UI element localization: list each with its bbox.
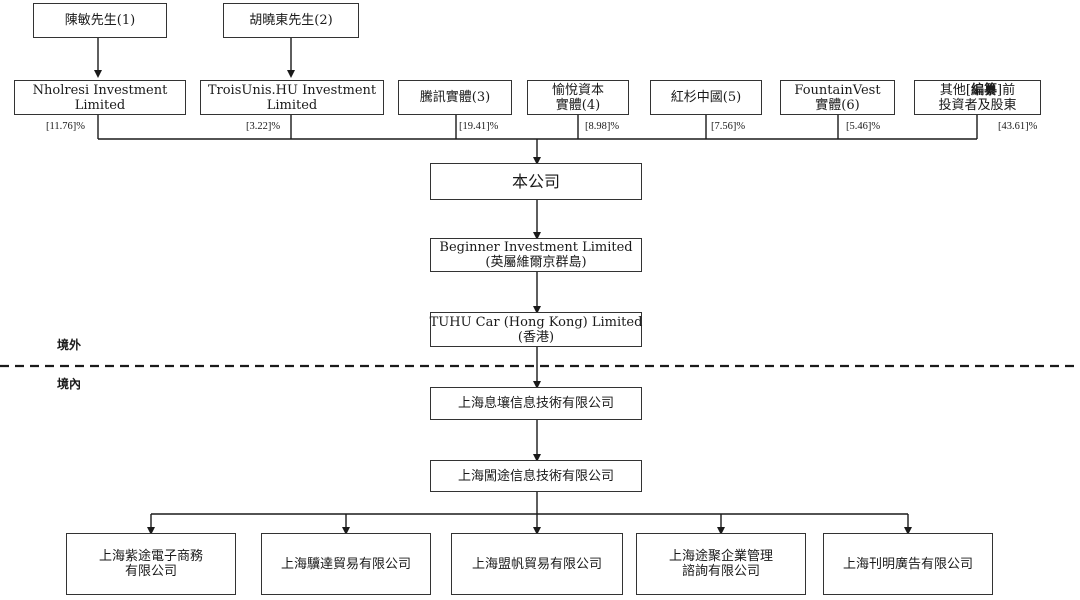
chen-min-label: 陳敏先生(1) [64, 13, 136, 28]
other-investors-label-line2: 投資者及股東 [938, 97, 1017, 113]
subsidiary-kanming-label: 上海刊明廣告有限公司 [842, 556, 973, 572]
company-box: 本公司 [430, 163, 642, 200]
company-label: 本公司 [511, 172, 560, 191]
other-investors-box: 其他[編纂]前 投資者及股東 [914, 80, 1041, 115]
fountainvest-label-line2: 實體(6) [815, 97, 860, 113]
subsidiary-kanming-box: 上海刊明廣告有限公司 [823, 533, 993, 595]
hu-xiaodong-label: 胡曉東先生(2) [249, 13, 333, 28]
sequoia-box: 紅杉中國(5) [650, 80, 762, 115]
troisunis-label-line1: TroisUnis.HU Investment [207, 82, 377, 98]
chen-min-box: 陳敏先生(1) [33, 3, 167, 38]
hu-xiaodong-box: 胡曉東先生(2) [223, 3, 359, 38]
fountainvest-percentage: [5.46]% [846, 121, 881, 132]
nholresi-box: Nholresi Investment Limited [14, 80, 186, 115]
subsidiary-jida-label: 上海驥達貿易有限公司 [280, 556, 411, 572]
nholresi-percentage: [11.76]% [46, 121, 85, 132]
troisunis-box: TroisUnis.HU Investment Limited [200, 80, 384, 115]
nholresi-label-line2: Limited [74, 97, 126, 113]
subsidiary-zitu-label-line1: 上海紫途電子商務 [98, 549, 203, 564]
shanghai-chuangtu-label: 上海闖途信息技術有限公司 [457, 468, 614, 484]
troisunis-percentage: [3.22]% [246, 121, 281, 132]
beginner-label-line1: Beginner Investment Limited [439, 240, 633, 255]
tuhu-hong-kong-box: TUHU Car (Hong Kong) Limited (香港) [430, 312, 642, 347]
shanghai-xirang-box: 上海息壤信息技術有限公司 [430, 387, 642, 420]
offshore-label: 境外 [57, 338, 82, 352]
yuyue-label-line2: 實體(4) [555, 97, 601, 113]
nholresi-label-line1: Nholresi Investment [32, 82, 168, 98]
redacted-marker: 編纂 [970, 82, 997, 98]
subsidiary-tuju-label-line1: 上海途聚企業管理 [668, 549, 773, 564]
subsidiary-zitu-box: 上海紫途電子商務 有限公司 [66, 533, 236, 595]
fountainvest-box: FountainVest 實體(6) [780, 80, 895, 115]
beginner-investment-box: Beginner Investment Limited (英屬維爾京群島) [430, 238, 642, 272]
sequoia-percentage: [7.56]% [711, 121, 746, 132]
tuhu-hk-label-line2: (香港) [517, 329, 555, 345]
subsidiary-jida-box: 上海驥達貿易有限公司 [261, 533, 431, 595]
other-investors-percentage: [43.61]% [998, 121, 1038, 132]
sequoia-label: 紅杉中國(5) [670, 90, 742, 105]
subsidiary-tuju-label-line2: 諮詢有限公司 [681, 564, 760, 579]
yuyue-box: 愉悅資本 實體(4) [527, 80, 629, 115]
troisunis-label-line2: Limited [266, 97, 318, 113]
tencent-label: 騰訊實體(3) [419, 90, 491, 105]
subsidiary-mengfan-label: 上海盟帆貿易有限公司 [471, 556, 602, 572]
fountainvest-label-line1: FountainVest [794, 82, 881, 98]
yuyue-label-line1: 愉悅資本 [551, 82, 604, 98]
subsidiary-mengfan-box: 上海盟帆貿易有限公司 [451, 533, 623, 595]
shanghai-chuangtu-box: 上海闖途信息技術有限公司 [430, 460, 642, 492]
subsidiary-zitu-label-line2: 有限公司 [124, 564, 177, 579]
tencent-percentage: [19.41]% [459, 121, 499, 132]
subsidiary-tuju-box: 上海途聚企業管理 諮詢有限公司 [636, 533, 806, 595]
tuhu-hk-label-line1: TUHU Car (Hong Kong) Limited [429, 314, 643, 330]
beginner-label-line2: (英屬維爾京群島) [485, 255, 587, 270]
onshore-label: 境內 [57, 377, 82, 391]
shanghai-xirang-label: 上海息壤信息技術有限公司 [457, 396, 614, 411]
tencent-box: 騰訊實體(3) [398, 80, 512, 115]
other-investors-label-line1: 其他[編纂]前 [939, 82, 1016, 98]
yuyue-percentage: [8.98]% [585, 121, 620, 132]
